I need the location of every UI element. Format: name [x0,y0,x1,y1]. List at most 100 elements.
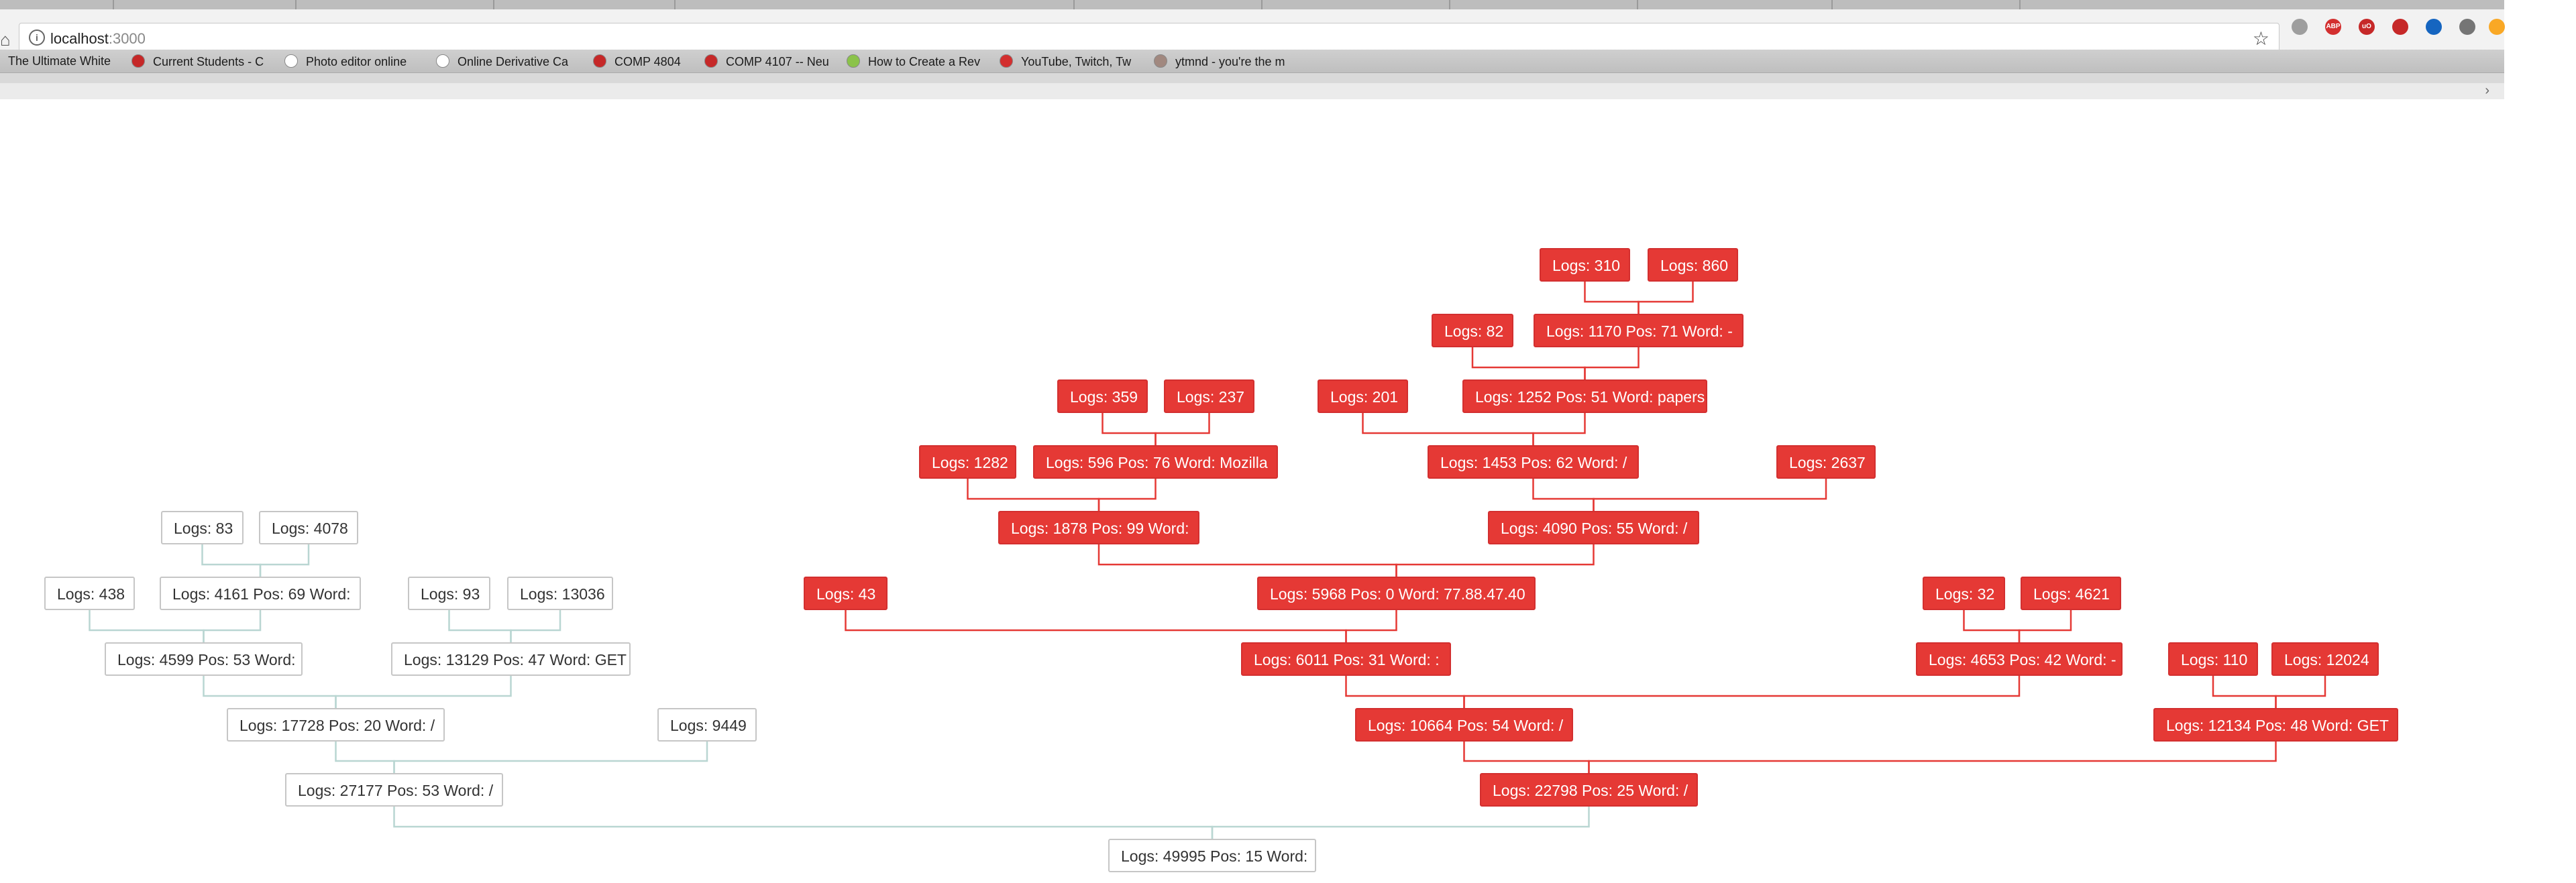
tab-divider [1073,0,1075,9]
tree-node[interactable]: Logs: 860 [1648,248,1738,282]
bookmark-label: Online Derivative Ca [458,55,569,68]
tree-node[interactable]: Logs: 1878 Pos: 99 Word: [998,511,1199,544]
tree-node[interactable]: Logs: 83 [161,511,244,544]
bookmark-item[interactable]: COMP 4107 -- Neu [704,54,829,69]
tab-strip[interactable] [0,0,2504,9]
tree-node[interactable]: Logs: 22798 Pos: 25 Word: / [1480,773,1698,807]
tree-edge [1463,742,1590,773]
tree-node[interactable]: Logs: 359 [1057,379,1148,413]
tree-edge [510,610,561,642]
tree-edge [1963,610,2021,642]
tree-node[interactable]: Logs: 13129 Pos: 47 Word: GET [391,642,631,676]
tree-node[interactable]: Logs: 110 [2168,642,2258,676]
tab-divider [1831,0,1833,9]
url-host: localhost [50,30,109,47]
extension-icon-4[interactable] [2392,19,2408,35]
ublock-icon[interactable]: uO [2359,19,2375,35]
bookmark-label: ytmnd - you're the m [1175,55,1285,68]
bookmark-favicon-icon [1000,54,1013,68]
bookmark-favicon-icon [1154,54,1167,68]
tree-node[interactable]: Logs: 17728 Pos: 20 Word: / [227,708,445,742]
abp-icon[interactable]: ABP [2325,19,2341,35]
tree-edge [1345,610,1397,642]
tree-edge [2018,610,2072,642]
tree-edge [845,610,1347,642]
home-icon[interactable]: ⌂ [0,30,11,50]
tree-node[interactable]: Logs: 82 [1432,314,1513,347]
tree-edge [2275,676,2326,708]
tree-edge [1471,347,1586,379]
tree-edge [201,544,262,577]
tree-node[interactable]: Logs: 4621 [2021,577,2121,610]
tree-node[interactable]: Logs: 43 [804,577,888,610]
bookmark-item[interactable]: YouTube, Twitch, Tw [1000,54,1131,69]
star-icon[interactable]: ☆ [2252,28,2269,49]
tree-node[interactable]: Logs: 32 [1923,577,2005,610]
tree-node[interactable]: Logs: 6011 Pos: 31 Word: : [1241,642,1451,676]
tree-node[interactable]: Logs: 4078 [259,511,358,544]
tree-node[interactable]: Logs: 4161 Pos: 69 Word: [160,577,361,610]
bookmark-item[interactable]: How to Create a Rev [847,54,980,69]
browser-chrome: ⌂ i localhost:3000 ☆ ABP uO The Ultimate … [0,0,2505,99]
tree-node[interactable]: Logs: 4653 Pos: 42 Word: - [1916,642,2123,676]
bookmark-item[interactable]: Online Derivative Ca [436,54,568,69]
tree-node[interactable]: Logs: 2637 [1776,445,1876,479]
extension-icon-7[interactable] [2489,19,2505,35]
tree-node[interactable]: Logs: 237 [1164,379,1254,413]
tree-edge [1097,544,1397,577]
tree-edge [203,676,337,708]
tree-node[interactable]: Logs: 12024 [2271,642,2379,676]
tree-edge [1638,282,1694,314]
bookmark-item[interactable]: The Ultimate White [8,54,111,68]
address-bar-url[interactable]: localhost:3000 [50,30,146,48]
tree-edge [393,807,1214,839]
tree-node[interactable]: Logs: 5968 Pos: 0 Word: 77.88.47.40 [1257,577,1536,610]
extension-icon-6[interactable] [2459,19,2475,35]
tree-node[interactable]: Logs: 10664 Pos: 54 Word: / [1355,708,1573,742]
page-top-bar: › [0,83,2504,99]
extension-icon-1[interactable] [2292,19,2308,35]
tree-edge [1102,413,1157,445]
tree-node[interactable]: Logs: 13036 [507,577,613,610]
tree-edge [448,610,512,642]
bookmark-item[interactable]: COMP 4804 [593,54,681,69]
tree-edge [1584,282,1640,314]
tree-edge [259,544,310,577]
info-icon[interactable]: i [29,30,45,46]
tree-edge [89,610,205,642]
tree-node[interactable]: Logs: 1453 Pos: 62 Word: / [1428,445,1639,479]
tree-edge [1097,479,1157,511]
tree-node[interactable]: Logs: 4599 Pos: 53 Word: [105,642,303,676]
tree-edge [1532,479,1595,511]
tree-edge [203,610,262,642]
tree-node[interactable]: Logs: 1252 Pos: 51 Word: papers [1462,379,1707,413]
tree-node[interactable]: Logs: 9449 [657,708,757,742]
tree-edge [393,742,708,773]
tree-node[interactable]: Logs: 596 Pos: 76 Word: Mozilla [1033,445,1278,479]
bookmark-item[interactable]: ytmnd - you're the m [1154,54,1285,69]
tree-node[interactable]: Logs: 201 [1318,379,1408,413]
bookmark-item[interactable]: Photo editor online [284,54,407,69]
tree-node[interactable]: Logs: 310 [1540,248,1630,282]
bookmark-item[interactable]: Current Students - C [131,54,264,69]
tab-divider [1637,0,1638,9]
bookmark-label: Current Students - C [153,55,264,68]
tree-node[interactable]: Logs: 1170 Pos: 71 Word: - [1534,314,1743,347]
tree-edge [1362,413,1534,445]
chevron-right-icon[interactable]: › [2485,83,2489,98]
tree-edge [1588,742,2277,773]
tree-node[interactable]: Logs: 93 [408,577,490,610]
bookmarks-bar: The Ultimate White Current Students - C Ph… [0,50,2504,73]
bookmark-label: YouTube, Twitch, Tw [1021,55,1132,68]
extension-icon-5[interactable] [2426,19,2442,35]
bookmark-label: Photo editor online [306,55,407,68]
tree-node[interactable]: Logs: 1282 [919,445,1016,479]
tree-node[interactable]: Logs: 438 [44,577,135,610]
tree-edge [2212,676,2277,708]
tab-divider [674,0,676,9]
tree-node[interactable]: Logs: 27177 Pos: 53 Word: / [285,773,503,807]
browser-toolbar: ⌂ i localhost:3000 ☆ ABP uO [0,9,2505,54]
tree-node[interactable]: Logs: 12134 Pos: 48 Word: GET [2153,708,2398,742]
tree-node[interactable]: Logs: 4090 Pos: 55 Word: / [1488,511,1699,544]
tree-node[interactable]: Logs: 49995 Pos: 15 Word: [1108,839,1316,872]
